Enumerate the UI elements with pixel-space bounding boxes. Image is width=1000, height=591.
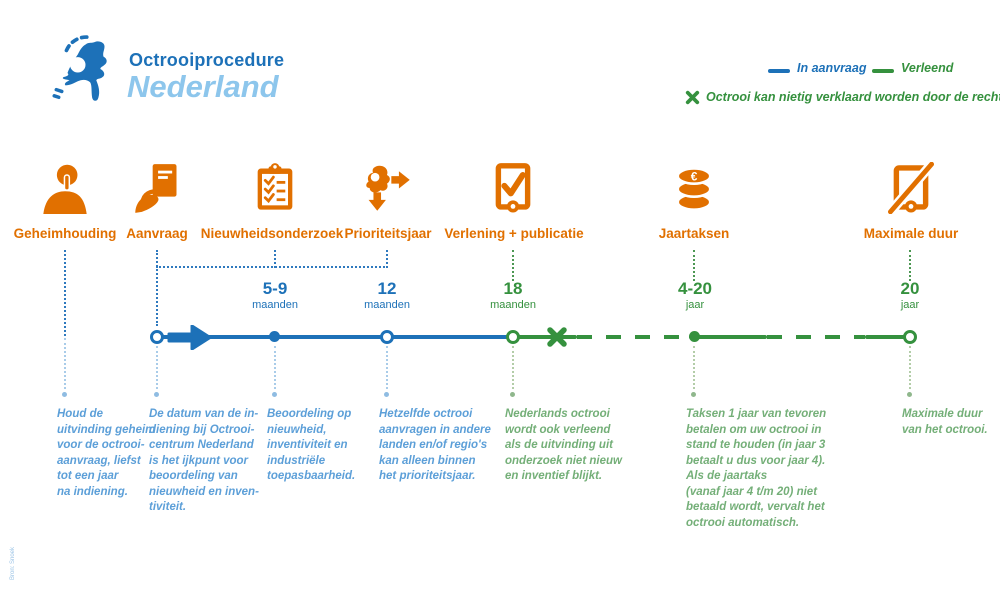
guide-dotted-aanvraag — [156, 250, 158, 326]
milestone-4-20: 4-20 — [677, 279, 713, 298]
x-mark-icon — [685, 90, 700, 105]
milestone-20: 20 — [900, 279, 920, 298]
stage-label-nieuwheidsonderzoek: Nieuwheidsonderzoek — [200, 226, 344, 241]
guide-dotted-maximaleduur — [909, 250, 911, 281]
guide-dotted-connector — [156, 266, 388, 268]
timeline-dashed-segment — [577, 335, 689, 339]
milestone-5-9-unit: maanden — [252, 299, 298, 311]
credit-text: Bron: Snoek — [10, 546, 16, 580]
page-title: Octrooiprocedure — [129, 50, 285, 70]
milestone-12: 12 — [377, 279, 397, 298]
certificate-check-icon — [495, 163, 531, 213]
timeline-verleend-line — [513, 335, 577, 339]
guide-dotted-aanvraag-lower — [156, 346, 158, 389]
expired-document-icon — [886, 162, 936, 214]
guide-dotted-prioriteit-lower — [386, 346, 388, 389]
timeline-marker-18 — [506, 330, 520, 344]
stage-desc-verlening-publicatie: Nederlands octrooi wordt ook verleend al… — [505, 408, 622, 482]
milestone-4-20-unit: jaar — [685, 299, 705, 311]
timeline-marker-20 — [903, 330, 917, 344]
stage-desc-geheimhouding: Houd de uitvinding geheim voor de octroo… — [57, 408, 156, 498]
legend-label-in-aanvraag: In aanvraag — [797, 61, 867, 75]
stage-desc-nieuwheidsonderzoek: Beoordeling op nieuwheid, inventiviteit … — [267, 408, 356, 482]
timeline-marker-5-9 — [269, 331, 280, 342]
guide-end-dot — [154, 392, 159, 397]
guide-end-dot — [691, 392, 696, 397]
shush-person-icon — [43, 164, 87, 214]
guide-end-dot — [510, 392, 515, 397]
legend-nietig-note: Octrooi kan nietig verklaard worden door… — [706, 90, 1000, 104]
map-arrows-icon — [366, 165, 410, 211]
netherlands-map-logo — [52, 35, 107, 101]
guide-dotted-geheimhouding — [64, 250, 66, 336]
timeline-verleend-line — [865, 335, 908, 339]
guide-dotted-nieuwheid — [274, 250, 276, 268]
legend-label-verleend: Verleend — [901, 61, 954, 75]
stage-desc-maximale-duur: Maximale duur van het octrooi. — [902, 408, 988, 436]
guide-end-dot — [384, 392, 389, 397]
timeline-marker-4-20 — [689, 331, 700, 342]
timeline-marker-12 — [380, 330, 394, 344]
stage-label-verlening-publicatie: Verlening + publicatie — [444, 226, 584, 241]
stage-desc-prioriteitsjaar: Hetzelfde octrooi aanvragen in andere la… — [379, 408, 491, 482]
guide-dotted-maximaleduur-lower — [909, 346, 911, 389]
milestone-5-9: 5-9 — [262, 279, 288, 298]
guide-dotted-jaartaksen — [693, 250, 695, 281]
stage-label-jaartaksen: Jaartaksen — [658, 226, 730, 241]
guide-dotted-geheimhouding-lower — [64, 338, 66, 389]
guide-dotted-verlening-lower — [512, 346, 514, 389]
milestone-18: 18 — [503, 279, 523, 298]
guide-end-dot — [62, 392, 67, 397]
guide-dotted-jaartaksen-lower — [693, 346, 695, 389]
timeline-in-aanvraag-line — [157, 335, 513, 339]
legend-line-verleend — [872, 69, 894, 73]
guide-end-dot — [907, 392, 912, 397]
timeline-verleend-line — [689, 335, 767, 339]
guide-dotted-prioriteit — [386, 250, 388, 268]
milestone-12-unit: maanden — [364, 299, 410, 311]
svg-text:€: € — [691, 169, 698, 183]
legend-line-in-aanvraag — [768, 69, 790, 73]
timeline-marker-start — [150, 330, 164, 344]
timeline-dashed-segment — [767, 335, 865, 339]
guide-end-dot — [272, 392, 277, 397]
coins-icon: € — [676, 167, 712, 211]
checklist-icon — [257, 163, 293, 210]
guide-dotted-verlening — [512, 250, 514, 281]
timeline-nietig-x-icon — [547, 327, 567, 347]
stage-desc-aanvraag: De datum van de in- diening bij Octrooi-… — [149, 408, 259, 513]
page-subtitle: Nederland — [127, 69, 279, 104]
milestone-18-unit: maanden — [490, 299, 536, 311]
guide-dotted-nieuwheid-lower — [274, 346, 276, 389]
hand-document-icon — [135, 164, 177, 213]
stage-label-maximale-duur: Maximale duur — [863, 226, 959, 241]
stage-label-geheimhouding: Geheimhouding — [13, 226, 117, 241]
stage-label-aanvraag: Aanvraag — [126, 226, 188, 241]
milestone-20-unit: jaar — [900, 299, 920, 311]
timeline-start-arrow-icon — [167, 325, 211, 350]
stage-desc-jaartaksen: Taksen 1 jaar van tevoren betalen om uw … — [686, 408, 827, 529]
stage-label-prioriteitsjaar: Prioriteitsjaar — [344, 226, 432, 241]
